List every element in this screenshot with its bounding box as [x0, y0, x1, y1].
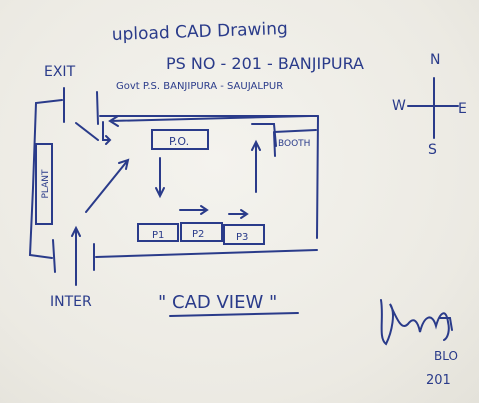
booth-box [273, 129, 317, 157]
signature-scribble[interactable] [380, 299, 450, 346]
enter-arrow [71, 225, 81, 286]
signature-role: BLO [434, 349, 458, 363]
exit-flow-diagonal [75, 122, 99, 141]
booth-label: BOOTH [278, 139, 310, 149]
signature-number: 201 [426, 373, 451, 388]
p3-label: P3 [236, 232, 248, 243]
signature-bracket [439, 317, 453, 331]
compass-west: W [392, 98, 406, 114]
po-label: P.O. [169, 135, 189, 148]
cad-view-underline [169, 312, 299, 317]
vertical-label: PLANT [41, 169, 51, 199]
exit-arrow [108, 115, 311, 127]
exit-door-post-right [96, 91, 99, 125]
vertical-label-box [35, 143, 53, 225]
cad-view-label: " CAD VIEW " [158, 292, 277, 313]
building-wall-right [316, 115, 319, 239]
building-wall-bottom [95, 249, 318, 258]
booth-hook [251, 123, 277, 147]
p2-to-p3-arrow [228, 209, 249, 219]
compass-south: S [428, 142, 437, 158]
flow-diagonal-arrow [85, 158, 130, 213]
ps-number-line: PS NO - 201 - BANJIPURA [166, 54, 364, 73]
p3-box [223, 224, 265, 245]
drawing-title: upload CAD Drawing [111, 19, 288, 45]
exit-flow-arrow [102, 121, 112, 145]
building-wall-left [28, 99, 63, 259]
po-box [151, 129, 209, 150]
p2-label: P2 [192, 229, 204, 240]
compass-north: N [430, 52, 440, 68]
enter-door-post-left [52, 239, 56, 273]
p1-label: P1 [152, 230, 164, 241]
compass-east: E [458, 101, 467, 117]
enter-label: INTER [50, 294, 92, 310]
p2-box [180, 222, 223, 242]
exit-label: EXIT [44, 64, 76, 80]
p1-box [137, 223, 179, 242]
po-down-arrow [155, 157, 165, 199]
p1-to-p2-arrow [179, 205, 209, 215]
booth-up-arrow [251, 139, 261, 193]
school-name-line: Govt P.S. BANJIPURA - SAUJALPUR [116, 81, 283, 92]
